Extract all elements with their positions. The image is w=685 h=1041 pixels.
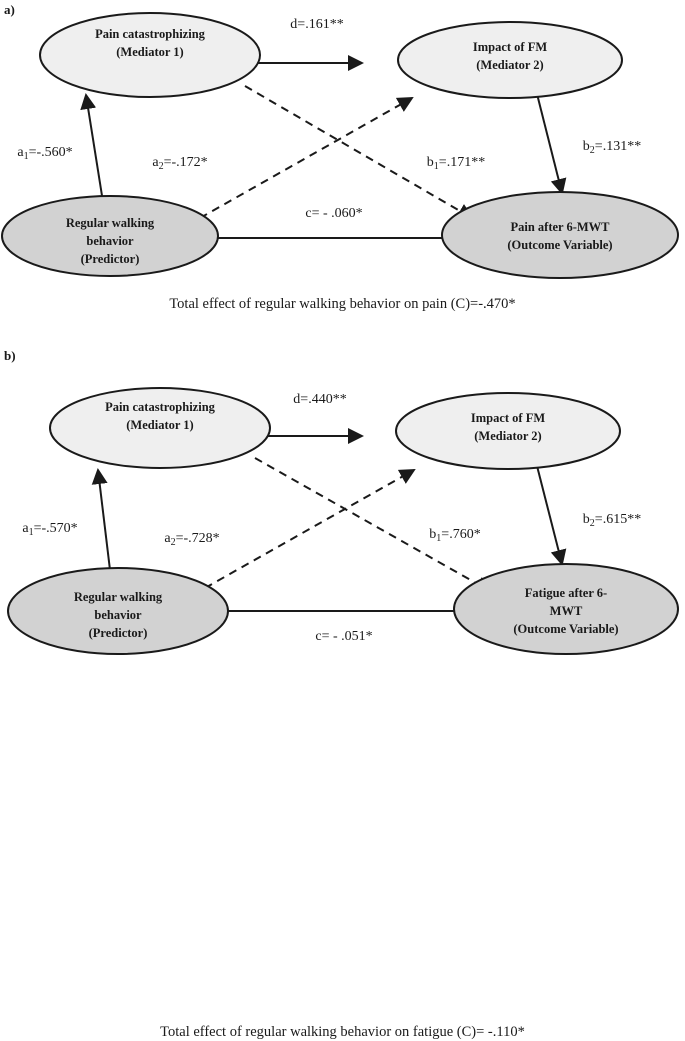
node-mediator1-line1: Pain catastrophizing (95, 27, 206, 41)
node-outcome-line1: Fatigue after 6- (525, 586, 607, 600)
coef-d-label: d=.440** (293, 392, 346, 407)
node-mediator1[interactable]: Pain catastrophizing (Mediator 1) (39, 12, 261, 98)
node-mediator2[interactable]: Impact of FM (Mediator 2) (397, 21, 623, 99)
node-predictor-line2: behavior (94, 608, 142, 622)
panel-b-label: b) (4, 348, 16, 363)
coef-c-label: c= - .060* (305, 206, 362, 221)
panel-b-edges (91, 428, 567, 619)
panel-a-caption: Total effect of regular walking behavior… (169, 296, 516, 312)
edge-a1-predictor-to-mediator1 (80, 93, 104, 203)
node-predictor-line1: Regular walking (66, 216, 155, 230)
panel-b: b) (0, 348, 685, 1040)
node-predictor[interactable]: Regular walking behavior (Predictor) (7, 567, 229, 655)
node-mediator2-line1: Impact of FM (471, 411, 545, 425)
panel-b-caption: Total effect of regular walking behavior… (160, 1024, 525, 1040)
panel-a-edges (80, 55, 567, 246)
coef-a1-label: a1=-.570* (22, 521, 77, 538)
node-outcome[interactable]: Pain after 6-MWT (Outcome Variable) (441, 191, 679, 279)
coef-a2-label: a2=-.728* (164, 531, 219, 548)
coef-b1-label: b1=.760* (429, 527, 480, 544)
node-mediator2-line2: (Mediator 2) (474, 429, 541, 443)
edge-b2-mediator2-to-outcome (535, 461, 567, 566)
panel-a-label: a) (4, 2, 15, 17)
coef-b2-label: b2=.131** (583, 139, 641, 156)
coef-c-label: c= - .051* (315, 629, 372, 644)
coef-a2-label: a2=-.172* (152, 155, 207, 172)
node-mediator2-line1: Impact of FM (473, 40, 547, 54)
coef-d-label: d=.161** (290, 17, 343, 32)
edge-b1-mediator1-to-outcome (244, 85, 474, 220)
edge-a1-predictor-to-mediator1 (91, 468, 111, 571)
node-outcome-line1: Pain after 6-MWT (510, 220, 610, 234)
node-predictor-line3: (Predictor) (89, 626, 148, 640)
node-mediator2[interactable]: Impact of FM (Mediator 2) (395, 392, 621, 470)
node-outcome-line3: (Outcome Variable) (513, 622, 618, 636)
coef-a1-label: a1=-.560* (17, 145, 72, 162)
node-predictor-line3: (Predictor) (81, 252, 140, 266)
node-mediator2-line2: (Mediator 2) (476, 58, 543, 72)
node-predictor-line2: behavior (86, 234, 134, 248)
edge-a2-predictor-to-mediator2 (204, 469, 416, 589)
edge-b2-mediator2-to-outcome (535, 89, 567, 195)
node-mediator1-line2: (Mediator 1) (126, 418, 193, 432)
edge-b1-mediator1-to-outcome (254, 457, 492, 592)
panel-b-diagram: Pain catastrophizing (Mediator 1) Impact… (7, 387, 679, 655)
node-predictor-line1: Regular walking (74, 590, 163, 604)
node-predictor[interactable]: Regular walking behavior (Predictor) (1, 195, 219, 277)
node-outcome[interactable]: Fatigue after 6- MWT (Outcome Variable) (453, 563, 679, 655)
coef-b2-label: b2=.615** (583, 512, 641, 529)
node-mediator1-line2: (Mediator 1) (116, 45, 183, 59)
node-mediator1[interactable]: Pain catastrophizing (Mediator 1) (49, 387, 271, 469)
panel-a-diagram: Pain catastrophizing (Mediator 1) Impact… (1, 12, 679, 279)
panel-a: a) (0, 0, 685, 330)
coef-b1-label: b1=.171** (427, 155, 485, 172)
node-outcome-line2: MWT (550, 604, 583, 618)
node-outcome-line2: (Outcome Variable) (507, 238, 612, 252)
edge-a2-predictor-to-mediator2 (199, 97, 414, 219)
node-mediator1-line1: Pain catastrophizing (105, 400, 216, 414)
